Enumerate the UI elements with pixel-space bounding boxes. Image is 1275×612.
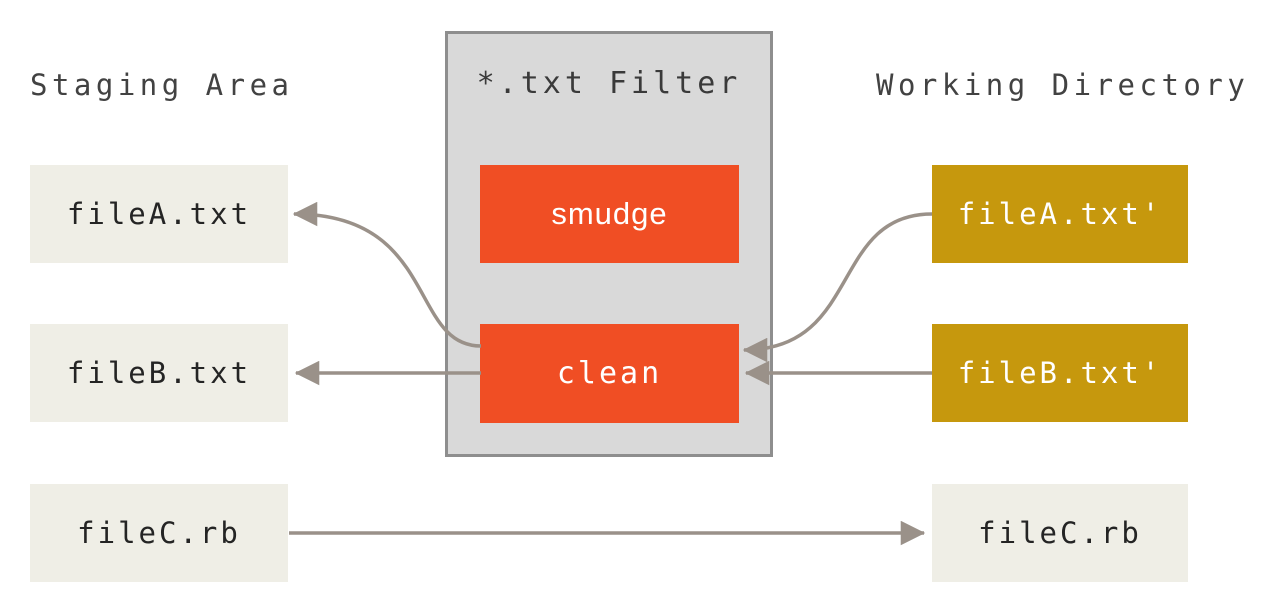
clean-label: clean	[556, 356, 663, 391]
working-file-fileA-modified: fileA.txt'	[932, 165, 1188, 263]
working-file-fileA-label: fileA.txt'	[957, 197, 1163, 231]
clean-box: clean	[480, 324, 739, 423]
staging-file-fileA-label: fileA.txt	[66, 197, 252, 231]
working-directory-title: Working Directory	[876, 68, 1250, 102]
working-file-fileB-label: fileB.txt'	[957, 356, 1163, 390]
staging-file-fileA: fileA.txt	[30, 165, 288, 263]
staging-file-fileB: fileB.txt	[30, 324, 288, 422]
smudge-box: smudge	[480, 165, 739, 263]
filter-title: *.txt Filter	[476, 66, 742, 101]
smudge-label: smudge	[551, 196, 668, 231]
staging-area-title: Staging Area	[30, 68, 294, 102]
working-file-fileC: fileC.rb	[932, 484, 1188, 582]
working-file-fileC-label: fileC.rb	[978, 516, 1142, 550]
staging-file-fileC-label: fileC.rb	[77, 516, 241, 550]
staging-file-fileC: fileC.rb	[30, 484, 288, 582]
staging-file-fileB-label: fileB.txt	[66, 356, 252, 390]
working-file-fileB-modified: fileB.txt'	[932, 324, 1188, 422]
